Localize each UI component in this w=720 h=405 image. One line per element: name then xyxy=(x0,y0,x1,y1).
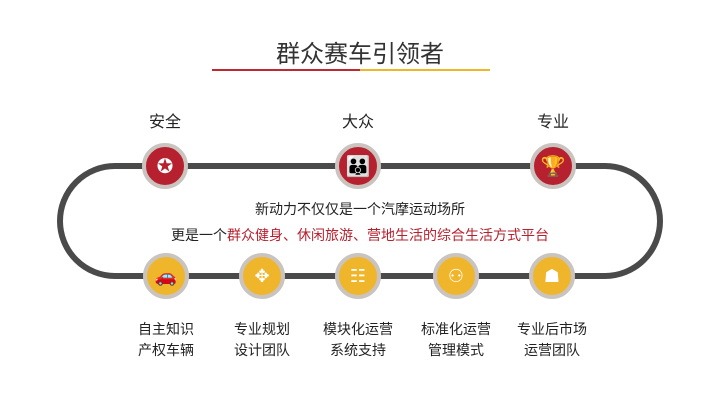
label-line: 设计团队 xyxy=(234,343,290,359)
hierarchy-icon: ⚇ xyxy=(433,253,479,299)
title-underline-yellow xyxy=(360,69,490,71)
meeting-icon: ☗ xyxy=(529,253,575,299)
family-icon: 👪 xyxy=(335,143,381,189)
label-line: 模块化运营 xyxy=(323,322,393,338)
label-line: 专业后市场 xyxy=(517,322,587,338)
center-text-line1: 新动力不仅仅是一个汽摩运动场所 xyxy=(255,202,465,218)
page-title: 群众赛车引领者 xyxy=(276,40,444,68)
label-line: 自主知识 xyxy=(138,322,194,338)
team-network-icon: ✥ xyxy=(239,253,285,299)
label-line: 管理模式 xyxy=(428,343,484,359)
car-icon: 🚗 xyxy=(143,253,189,299)
title-underline-red xyxy=(212,69,360,71)
org-chart-icon: ☷ xyxy=(335,253,381,299)
top-label-professional: 专业 xyxy=(536,112,569,131)
center-text-highlight: 群众健身、休闲旅游、营地生活的综合生活方式平台 xyxy=(227,228,549,244)
label-line: 标准化运营 xyxy=(421,322,491,338)
label-line: 系统支持 xyxy=(330,343,386,359)
label-line: 产权车辆 xyxy=(138,343,194,359)
star-shield-icon: ✪ xyxy=(142,143,188,189)
bottom-label-2: 专业规划设计团队 xyxy=(207,320,317,362)
bottom-label-4: 标准化运营管理模式 xyxy=(401,320,511,362)
bottom-label-3: 模块化运营系统支持 xyxy=(303,320,413,362)
label-line: 运营团队 xyxy=(524,343,580,359)
bottom-label-1: 自主知识产权车辆 xyxy=(111,320,221,362)
label-line: 专业规划 xyxy=(234,322,290,338)
top-label-public: 大众 xyxy=(341,112,374,131)
bottom-label-5: 专业后市场运营团队 xyxy=(497,320,607,362)
center-text-line2: 更是一个群众健身、休闲旅游、营地生活的综合生活方式平台 xyxy=(0,225,720,245)
trophy-icon: 🏆 xyxy=(530,143,576,189)
center-text-prefix: 更是一个 xyxy=(171,228,227,244)
top-label-safety: 安全 xyxy=(148,112,181,131)
